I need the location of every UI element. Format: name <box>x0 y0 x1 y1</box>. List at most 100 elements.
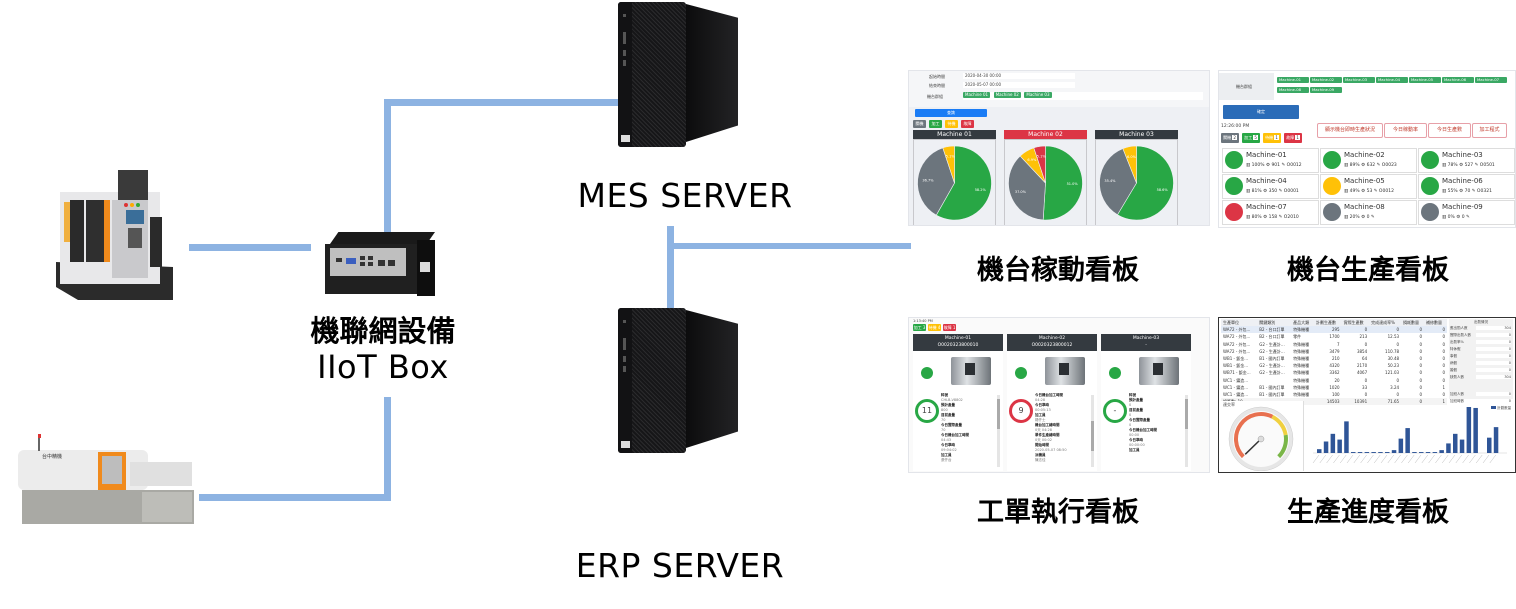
action-button[interactable]: 顯示機台即時生產狀況 <box>1317 123 1383 138</box>
end-time-input[interactable]: 2020-05-07 00:00 <box>963 82 1075 88</box>
machine-card[interactable]: Machine-07▥ 80% ⚙ 158 ✎ O2010 <box>1222 200 1319 225</box>
column-header[interactable]: 計劃生產數 <box>1316 320 1337 326</box>
machine-tag[interactable]: Machine-07 <box>1475 77 1507 83</box>
attendance-value: 0 <box>1476 333 1511 337</box>
start-time-label: 起始時間 <box>929 74 945 79</box>
table-footer-cell: 0 <box>1419 399 1422 405</box>
pie-slice-label: 51.0% <box>1067 182 1079 186</box>
bar <box>1466 407 1472 453</box>
table-cell: 0 <box>1442 348 1445 354</box>
action-button[interactable]: 今日生產數 <box>1428 123 1471 138</box>
action-button[interactable]: 今日稼動率 <box>1384 123 1427 138</box>
scrollbar-thumb[interactable] <box>1185 399 1188 429</box>
machine-tag[interactable]: Machine-02 <box>1310 77 1342 83</box>
machine-card[interactable]: Machine-09▥ 0% ⚙ 0 ✎ <box>1418 200 1515 225</box>
pie-chart-panel: 58.2%36.7%5.1% <box>913 139 996 225</box>
attendance-label: 事假 <box>1450 354 1457 358</box>
query-button[interactable]: 查詢 <box>915 109 987 117</box>
status-count-badge: 加工 5 <box>1242 133 1260 143</box>
table-cell: 30.48 <box>1387 356 1400 362</box>
mes-server-label: MES SERVER <box>577 176 793 215</box>
column-header[interactable]: 損耗數量 <box>1403 320 1420 326</box>
machine-tag[interactable]: Machine-09 <box>1310 87 1342 93</box>
machine-stats: ▥ 49% ⚙ 53 ✎ O0012 <box>1344 189 1394 194</box>
field-value: 70 <box>941 428 946 432</box>
machine-tag[interactable]: Machine-04 <box>1376 77 1408 83</box>
machine-card[interactable]: Machine-02▥ 89% ⚙ 632 ✎ O0023 <box>1320 148 1417 173</box>
machine-stats: ▥ 78% ⚙ 527 ✎ O0501 <box>1442 163 1495 168</box>
connector-iiot-to-mes-vertical <box>384 99 391 232</box>
action-button[interactable]: 加工程式 <box>1472 123 1507 138</box>
field-value: 00:05:13 <box>1035 408 1051 412</box>
legend-3: 故障 <box>961 120 974 128</box>
field-label: 今日準時 <box>1035 403 1049 407</box>
field-label: 料號 <box>941 393 948 397</box>
scrollbar[interactable] <box>1185 395 1188 467</box>
table-cell: 0 <box>1419 391 1422 397</box>
column-header[interactable]: 關鍵類別 <box>1259 320 1276 326</box>
machine-tag[interactable]: Machine-01 <box>1277 77 1309 83</box>
column-header[interactable]: 補修數量 <box>1426 320 1442 326</box>
start-time-input[interactable]: 2020-04-30 00:00 <box>963 73 1075 79</box>
column-header[interactable]: 產品大類 <box>1293 320 1310 326</box>
machine-card[interactable]: Machine-06▥ 55% ⚙ 70 ✎ O0321 <box>1418 174 1515 199</box>
table-cell: 0 <box>1396 391 1400 397</box>
machine-tag[interactable]: Machine-05 <box>1409 77 1441 83</box>
machine-tag[interactable]: Machine 01 <box>963 92 991 98</box>
column-header[interactable]: 完成達成率% <box>1371 320 1395 326</box>
machine-status-indicator <box>921 367 933 379</box>
scrollbar-thumb[interactable] <box>997 399 1000 429</box>
machine-card[interactable]: Machine-01▥ 100% ⚙ 901 ✎ O0012 <box>1222 148 1319 173</box>
machine-tag[interactable]: Machine 02 <box>993 92 1021 98</box>
machine-group-select[interactable]: Machine 01 Machine 02 Machine 03 <box>963 92 1203 100</box>
machine-card[interactable]: Machine-05▥ 49% ⚙ 53 ✎ O0012 <box>1320 174 1417 199</box>
table-cell: WB1 - 鈑金... <box>1223 356 1249 362</box>
table-cell: 110.78 <box>1385 348 1400 354</box>
machine-card[interactable]: Machine-08▥ 20% ⚙ 0 ✎ <box>1320 200 1417 225</box>
column-header[interactable]: 實際生產數 <box>1343 320 1364 326</box>
x-tick-label <box>1462 454 1469 464</box>
scrollbar[interactable] <box>997 395 1000 467</box>
machine-card[interactable]: Machine-04▥ 81% ⚙ 350 ✎ O0001 <box>1222 174 1319 199</box>
machine-tag[interactable]: Machine-06 <box>1442 77 1474 83</box>
pie-slice-label: 35.4% <box>1104 179 1116 183</box>
table-cell: 3.24 <box>1390 384 1400 390</box>
machine-tag[interactable]: Machine-08 <box>1277 87 1309 93</box>
machine-card[interactable]: Machine-03▥ 78% ⚙ 527 ✎ O0501 <box>1418 148 1515 173</box>
x-tick-label <box>1367 454 1374 464</box>
bar <box>1385 452 1390 453</box>
confirm-button[interactable]: 確定 <box>1223 105 1299 119</box>
table-cell: 2170 <box>1356 363 1368 369</box>
table-cell: 0 <box>1396 377 1400 383</box>
status-label: 故障 <box>1286 135 1296 140</box>
field-value: 09:04:02 <box>941 448 957 452</box>
column-header[interactable]: 生產單位 <box>1223 320 1239 326</box>
status-count-badge: 故障 1 <box>943 324 956 331</box>
scrollbar-thumb[interactable] <box>1091 421 1094 451</box>
table-cell: G2 - 生產計... <box>1259 370 1285 376</box>
machine-tag[interactable]: Machine 03 <box>1024 92 1052 98</box>
field-label: 今日機台加工時間 <box>1129 428 1157 432</box>
machine-tag[interactable]: Machine-03 <box>1343 77 1375 83</box>
table-cell: 0 <box>1419 341 1422 347</box>
table-cell: 0 <box>1419 327 1422 333</box>
table-cell: 0 <box>1442 370 1445 376</box>
